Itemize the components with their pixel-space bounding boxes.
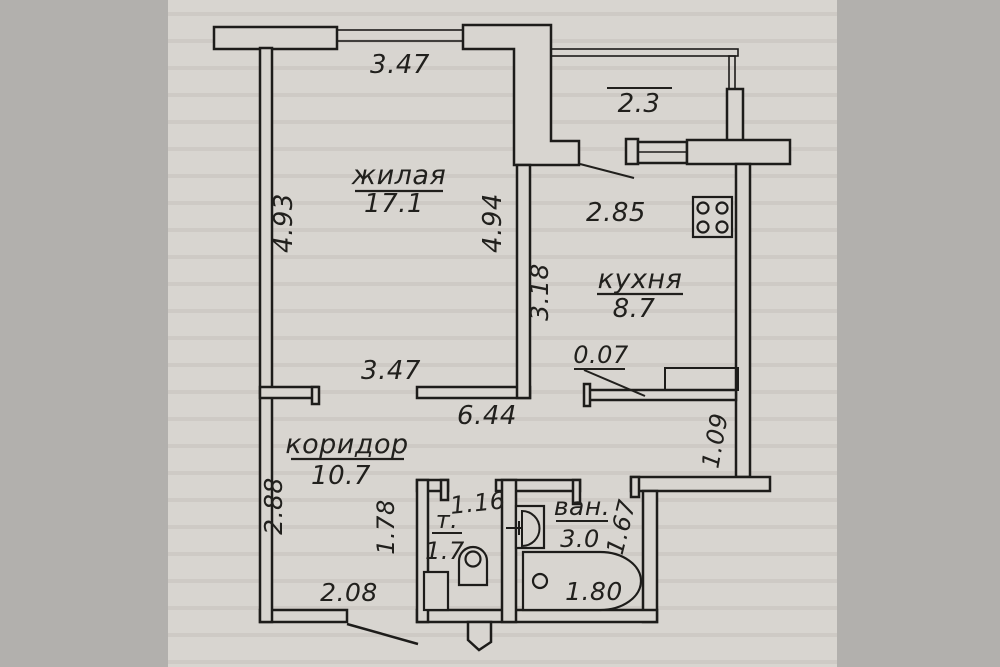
bathroom-door-jamb (571, 478, 582, 506)
dim-living-right: 4.94 (478, 193, 508, 253)
wall-kitchen-bottom-flare (582, 382, 592, 408)
dim-window-top: 3.47 (370, 50, 430, 80)
stove-burner-icon (715, 220, 729, 234)
sink-basin-icon (521, 509, 541, 548)
kitchen-counter-icon (664, 367, 739, 391)
stove-burner-icon (696, 220, 710, 234)
wall-kitchen-bottom (585, 388, 738, 402)
bathtub-icon (521, 550, 643, 612)
balcony-door-jamb (624, 137, 640, 166)
dim-living-bottom: 3.47 (361, 356, 421, 386)
living-room-area: 17.1 (364, 189, 424, 219)
wall-right-bathroom (641, 489, 659, 624)
wall-toilet-left (415, 478, 430, 624)
dim-bathtub-length: 1.80 (565, 577, 623, 606)
wall-living-bottom-right (415, 385, 532, 400)
ledge-dim-leader (583, 369, 646, 397)
leader-lines (291, 87, 683, 534)
wall-living-door-jamb (310, 385, 321, 406)
wall-flare-tip (629, 475, 641, 499)
dim-corridor-bottom: 2.08 (320, 578, 378, 607)
toilet-name: т. (436, 506, 459, 534)
wall-living-right (515, 163, 532, 400)
hatched-wall-L (461, 23, 581, 167)
labels: 3.47 2.3 жилая 17.1 4.93 4.94 3.18 2.85 … (259, 50, 734, 607)
dim-kitchen-ledge: 0.07 (573, 341, 629, 369)
living-room-name: жилая (351, 160, 446, 191)
bathtub-drain-icon (531, 572, 549, 590)
entrance-threshold (466, 620, 493, 652)
stove-burner-icon (715, 201, 729, 215)
dim-toilet-top: 1.16 (449, 486, 507, 520)
toilet-flush-icon (464, 550, 482, 568)
dim-corridor-left: 2.88 (259, 477, 288, 535)
bathroom-area: 3.0 (560, 525, 600, 553)
dim-living-left: 4.93 (269, 193, 299, 253)
toilet-door-jamb (439, 478, 450, 502)
dim-toilet-side: 1.78 (372, 499, 400, 554)
walls (212, 23, 792, 652)
wall-right-kitchen (734, 162, 752, 479)
bathroom-name: ван. (554, 492, 610, 521)
corridor-area: 10.7 (311, 461, 371, 491)
fixtures (422, 195, 739, 612)
kitchen-dim-leader (579, 163, 635, 179)
wall-bottom-sanblock (415, 608, 659, 624)
hatched-sill (685, 138, 792, 166)
toilet-area: 1.7 (425, 537, 465, 565)
wall-living-bottom-left (258, 385, 320, 400)
hatched-wall-top-left (212, 25, 339, 51)
kitchen-name: кухня (598, 264, 683, 295)
stove-burner-icon (696, 201, 710, 215)
kitchen-area: 8.7 (613, 294, 656, 324)
dim-hall-top: 6.44 (457, 401, 517, 431)
wall-toilet-bath-divider (500, 478, 518, 624)
dim-kitchen-partition: 3.18 (525, 263, 554, 321)
washing-machine-icon (422, 570, 450, 612)
dim-kitchen-top: 2.85 (586, 198, 646, 228)
balcony-area-label: 2.3 (618, 89, 661, 119)
corridor-name: коридор (285, 429, 408, 460)
balcony-parapet-top (550, 48, 739, 57)
entrance-door-leaf (346, 622, 419, 646)
balcony-partition (725, 87, 745, 143)
wall-flare-bottom-right (629, 475, 772, 493)
wall-left (258, 46, 274, 624)
